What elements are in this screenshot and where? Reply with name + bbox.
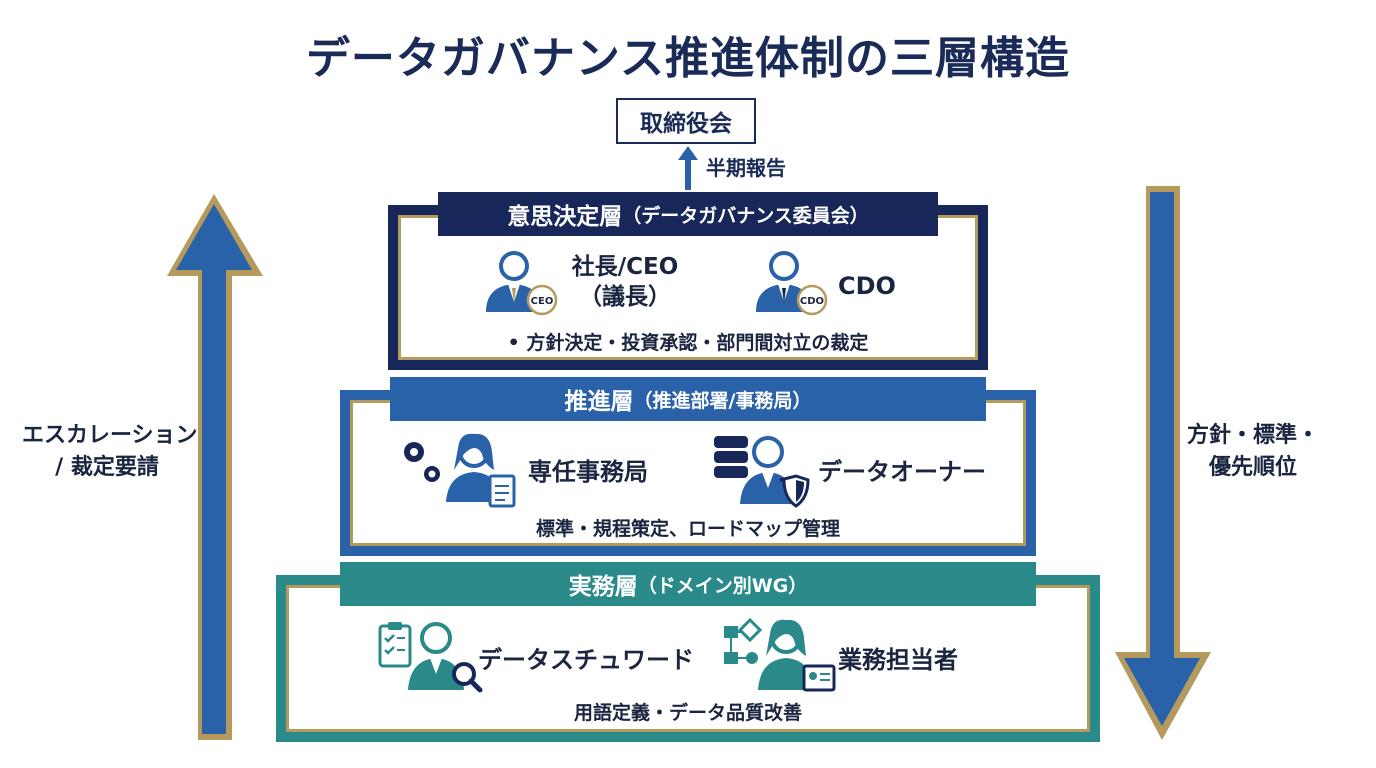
report-label: 半期報告: [706, 156, 786, 180]
report-arrow: [678, 146, 698, 190]
ceo-label: 社長/CEO （議長）: [571, 254, 679, 310]
operations-layer-description: 用語定義・データ品質改善: [573, 702, 802, 724]
secretariat-label: 専任事務局: [528, 458, 648, 486]
board-of-directors-box: 取締役会: [616, 98, 756, 144]
escalation-arrow: [167, 194, 263, 740]
data-owner-icon: [714, 436, 810, 508]
data-steward-label: データスチュワード: [478, 646, 694, 674]
page-title: データガバナンス推進体制の三層構造: [305, 33, 1071, 84]
operations-layer-header: 実務層（ドメイン別WG）: [340, 562, 1036, 606]
business-staff-icon: [724, 617, 836, 692]
promotion-layer-description: 標準・規程策定、ロードマップ管理: [535, 518, 840, 540]
data-owner-label: データオーナー: [818, 458, 986, 486]
data-steward-icon: [378, 622, 483, 693]
policy-label: 方針・標準・ 優先順位: [1186, 423, 1319, 480]
business-staff-label: 業務担当者: [838, 646, 958, 674]
cdo-label: CDO: [838, 272, 896, 300]
policy-arrow: [1115, 186, 1211, 740]
decision-layer-header: 意思決定層（データガバナンス委員会）: [438, 192, 938, 236]
ceo-badge-text: CEO: [531, 296, 554, 307]
ceo-icon: CEO: [486, 251, 558, 316]
decision-layer-description: • 方針決定・投資承認・部門間対立の裁定: [507, 332, 869, 354]
escalation-label: エスカレーション / 裁定要請: [22, 423, 198, 480]
cdo-badge-text: CDO: [800, 296, 824, 307]
promotion-layer-header: 推進層（推進部署/事務局）: [390, 377, 986, 421]
secretariat-icon: [404, 433, 516, 508]
cdo-icon: CDO: [756, 251, 828, 316]
